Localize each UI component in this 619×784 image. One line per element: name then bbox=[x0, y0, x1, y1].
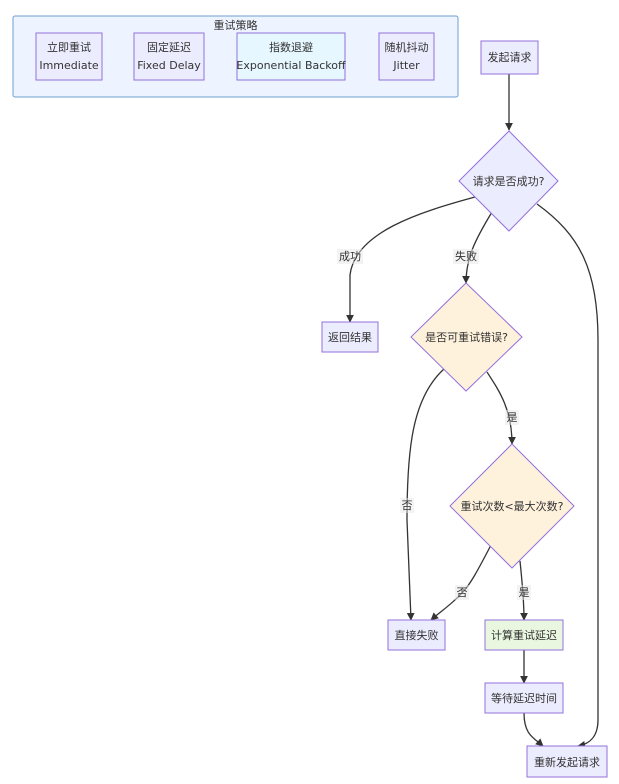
edge-retryable-no bbox=[406, 368, 445, 621]
strategy-jitter-label: 随机抖动 bbox=[385, 40, 429, 54]
strategy-exponential-backoff-sublabel: Exponential Backoff bbox=[236, 59, 346, 72]
node-retry-count-label: 重试次数<最大次数? bbox=[460, 499, 563, 513]
edge-label-yes-2: 是 bbox=[519, 586, 530, 599]
node-is-success-label: 请求是否成功? bbox=[473, 175, 545, 188]
group-title: 重试策略 bbox=[214, 18, 258, 32]
strategy-fixed-delay-label: 固定延迟 bbox=[147, 40, 191, 54]
edge-wait-to-resend bbox=[523, 712, 544, 747]
node-fail-direct: 直接失败 bbox=[387, 619, 446, 651]
edge-label-no-2: 否 bbox=[457, 586, 468, 599]
node-wait-delay-label: 等待延迟时间 bbox=[491, 691, 557, 705]
edge-decision-to-resend bbox=[536, 203, 599, 749]
node-retry-count: 重试次数<最大次数? bbox=[449, 443, 575, 569]
node-calc-delay: 计算重试延迟 bbox=[484, 619, 564, 651]
node-return-result-label: 返回结果 bbox=[328, 331, 372, 344]
strategy-fixed-delay-sublabel: Fixed Delay bbox=[137, 59, 201, 72]
strategy-jitter-sublabel: Jitter bbox=[392, 59, 420, 72]
strategy-fixed-delay: 固定延迟 Fixed Delay bbox=[133, 32, 205, 81]
edge-labels: 成功 失败 是 否 否 是 bbox=[337, 249, 531, 600]
node-calc-delay-label: 计算重试延迟 bbox=[491, 628, 557, 642]
node-retryable-label: 是否可重试错误? bbox=[425, 330, 508, 344]
node-is-success: 请求是否成功? bbox=[458, 130, 559, 232]
edge-label-yes-1: 是 bbox=[507, 411, 518, 424]
retry-strategy-group: 重试策略 立即重试 Immediate 固定延迟 Fixed Delay 指数退… bbox=[12, 15, 459, 98]
node-resend: 重新发起请求 bbox=[526, 745, 608, 778]
edge-label-no-1: 否 bbox=[402, 499, 413, 512]
edge-fail bbox=[462, 211, 493, 284]
edge-count-no bbox=[430, 544, 492, 621]
strategy-immediate-label: 立即重试 bbox=[47, 40, 91, 54]
node-wait-delay: 等待延迟时间 bbox=[484, 682, 564, 714]
node-return-result: 返回结果 bbox=[321, 321, 379, 353]
strategy-exponential-backoff: 指数退避 Exponential Backoff bbox=[236, 32, 346, 81]
node-start-label: 发起请求 bbox=[488, 50, 532, 64]
edge-label-success: 成功 bbox=[339, 250, 361, 263]
strategy-jitter: 随机抖动 Jitter bbox=[378, 32, 435, 81]
edge-label-fail: 失败 bbox=[455, 249, 477, 263]
strategy-immediate-sublabel: Immediate bbox=[39, 59, 99, 72]
node-retryable: 是否可重试错误? bbox=[410, 282, 523, 392]
node-fail-direct-label: 直接失败 bbox=[395, 628, 439, 642]
strategy-immediate: 立即重试 Immediate bbox=[35, 32, 103, 81]
strategy-exponential-backoff-label: 指数退避 bbox=[269, 40, 313, 54]
edge-success bbox=[346, 196, 476, 323]
node-resend-label: 重新发起请求 bbox=[534, 755, 600, 769]
edge-retryable-yes bbox=[486, 371, 516, 445]
node-start: 发起请求 bbox=[480, 40, 539, 75]
